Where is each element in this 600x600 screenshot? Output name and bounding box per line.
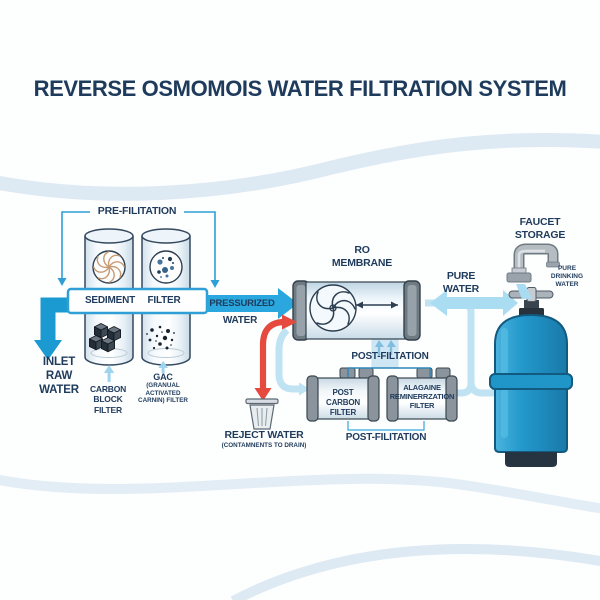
reject-water-arrow: [254, 314, 297, 401]
alkaline-filter-label: ALAGAINE REMINERRZATION FILTER: [389, 383, 455, 411]
carbon-block-filter-label: CARBON BLOCK FILTER: [89, 384, 127, 415]
pure-water-arrow: [430, 290, 518, 316]
permeate-up-arrows: [375, 340, 396, 355]
filter-label: FILTER: [147, 295, 181, 306]
page-title: REVERSE OSMOMOIS WATER FILTRATION SYSTEM: [33, 76, 567, 101]
background-waves: [0, 132, 600, 600]
pressurized-arrow: [207, 288, 298, 319]
tank-base: [505, 452, 557, 467]
ro-membrane-label: RO MEMBRANE: [331, 244, 393, 269]
water-stream-icon: [516, 284, 532, 299]
pipe-arrowhead-into-post-carbon: [299, 382, 310, 396]
post-carbon-filter-label: POST CARBON FILTER: [326, 388, 360, 417]
pipe-to-post-carbon: [275, 327, 299, 393]
post-filtration-bottom-label: POST-FILITATION: [345, 432, 427, 443]
tank-band: [489, 373, 573, 390]
inlet-raw-water-label: INLET RAW WATER: [39, 356, 79, 397]
pre-filtration-bracket: [57, 211, 220, 288]
ro-membrane: [292, 280, 421, 369]
inlet-arrow: [34, 297, 70, 360]
sediment-label: SEDIMENT: [84, 295, 136, 306]
reject-water-sublabel: (CONTAMNENTS TO DRAIN): [221, 442, 307, 449]
post-carbon-filter: [306, 367, 380, 422]
faucet-storage-label: FAUCET STORAGE: [514, 216, 566, 241]
trash-can-icon: [245, 398, 279, 430]
post-filtration-top-label: POST-FILTATION: [351, 351, 429, 362]
tank-valve-icon: [508, 287, 554, 302]
up-arrow-icon-carbon: [104, 365, 115, 382]
alkaline-remineralization-filter: [386, 367, 458, 422]
storage-tank: [489, 287, 573, 467]
gac-label: GAC: [153, 372, 173, 382]
pure-water-label: PURE WATER: [442, 270, 480, 295]
post-filtration-bracket-top: [347, 367, 431, 377]
filter-particles-icon: [149, 250, 183, 284]
reject-water-label: REJECT WATER: [224, 429, 304, 441]
pressurized-water-label: WATER: [222, 315, 258, 326]
sediment-swirl-icon: [92, 250, 126, 284]
pre-filtration-label: PRE-FILITATION: [97, 205, 177, 217]
carbon-cubes-icon: [89, 323, 121, 353]
post-filtration-bracket-bottom: [347, 421, 425, 431]
gac-sublabel: (GRANUAL ACTIVATED CARNIN) FILTER: [138, 382, 188, 405]
pipe-to-tank: [467, 380, 497, 397]
gac-granules-icon: [146, 325, 175, 350]
membrane-swirl-icon: [309, 284, 357, 332]
pure-drinking-water-label: PURE DRINKING WATER: [550, 265, 584, 288]
membrane-flow-arrow: [356, 301, 398, 309]
pressurized-label: PRESSURIZED: [209, 298, 275, 309]
faucet-icon: [506, 243, 560, 299]
up-arrow-icon-gac: [158, 361, 168, 373]
